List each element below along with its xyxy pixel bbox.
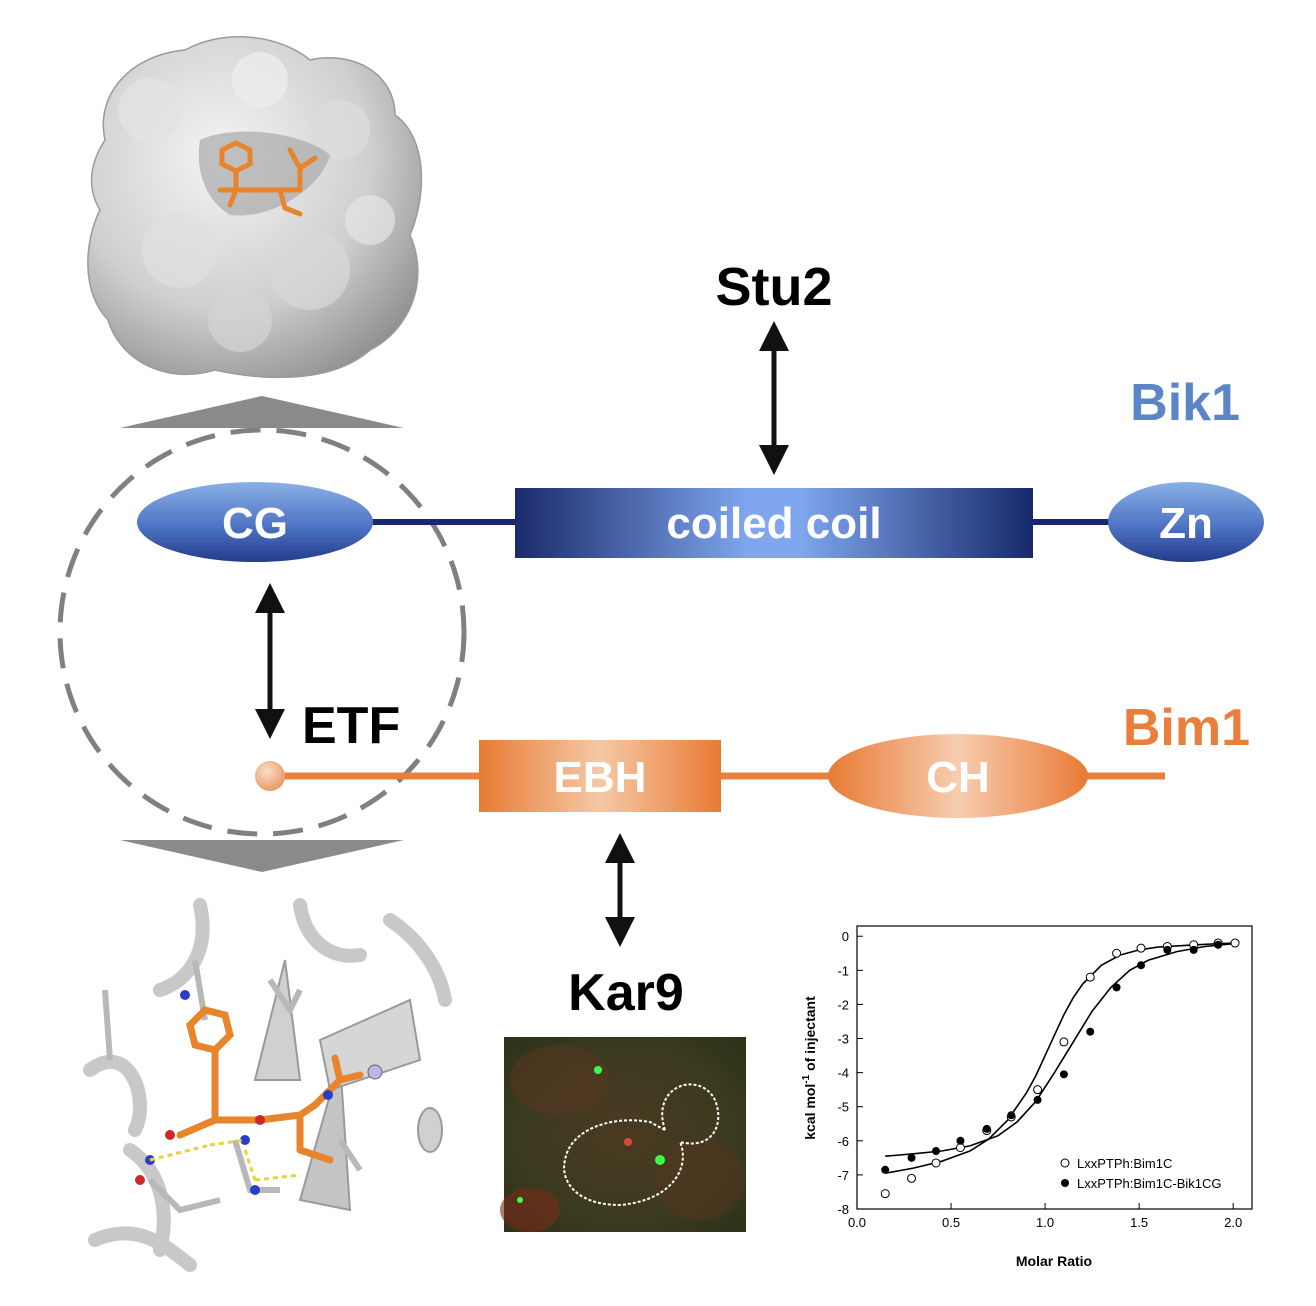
data-point-series-2 bbox=[932, 1147, 940, 1156]
data-point-series-2 bbox=[956, 1136, 965, 1145]
legend-series-1: LxxPTPh:Bim1C bbox=[1077, 1156, 1172, 1171]
y-tick-label: -4 bbox=[837, 1066, 849, 1081]
structure-cartoon-image bbox=[80, 898, 452, 1272]
stu2-label: Stu2 bbox=[715, 257, 832, 317]
etf-label: ETF bbox=[302, 697, 400, 755]
bik1-domain-diagram: CG coiled coil Zn bbox=[137, 482, 1264, 562]
data-point-series-2 bbox=[1033, 1095, 1042, 1104]
data-point-series-1 bbox=[880, 1189, 890, 1199]
ebh-label: EBH bbox=[554, 753, 647, 802]
highlight-dashed-circle bbox=[57, 427, 467, 837]
plot-legend: LxxPTPh:Bim1C LxxPTPh:Bim1C-Bik1CG bbox=[1060, 1156, 1221, 1191]
y-tick-label: -8 bbox=[837, 1202, 849, 1217]
itc-plot: 0.0 0.5 1.0 1.5 2.0 0 -1 -2 -3 -4 -5 -6 -7 -8 Molar R… bbox=[801, 925, 1253, 1269]
legend-open-circle-icon bbox=[1060, 1158, 1070, 1168]
microscopy-image bbox=[500, 1037, 746, 1232]
y-tick-label: -1 bbox=[837, 963, 849, 978]
plot-ticks: 0.0 0.5 1.0 1.5 2.0 0 -1 -2 -3 -4 -5 -6 -7 -8 bbox=[837, 929, 1242, 1230]
ebh-domain bbox=[479, 740, 721, 812]
data-point-series-1 bbox=[907, 1173, 917, 1183]
data-point-series-1 bbox=[1033, 1085, 1043, 1095]
x-tick-label: 0.0 bbox=[848, 1215, 866, 1230]
y-tick-label: -5 bbox=[837, 1100, 849, 1115]
data-point-series-2 bbox=[1214, 940, 1223, 949]
zn-label: Zn bbox=[1159, 499, 1213, 548]
data-point-series-1 bbox=[931, 1158, 941, 1168]
data-point-series-2 bbox=[1137, 961, 1146, 970]
zn-domain bbox=[1108, 482, 1264, 562]
data-point-series-2 bbox=[1163, 945, 1172, 954]
protein-surface-image bbox=[87, 36, 423, 379]
data-point-series-1 bbox=[1112, 948, 1122, 958]
y-tick-label: 0 bbox=[842, 929, 849, 944]
ch-domain bbox=[828, 734, 1088, 818]
kar9-label: Kar9 bbox=[568, 964, 684, 1022]
x-tick-label: 1.5 bbox=[1130, 1215, 1148, 1230]
data-point-series-2 bbox=[1086, 1027, 1095, 1036]
ch-label: CH bbox=[926, 753, 990, 802]
legend-filled-circle-icon bbox=[1061, 1179, 1069, 1187]
x-tick-label: 1.0 bbox=[1036, 1215, 1054, 1230]
data-point-series-2 bbox=[907, 1153, 916, 1162]
y-tick-label: -2 bbox=[837, 997, 849, 1012]
y-tick-label: -6 bbox=[837, 1134, 849, 1149]
plot-data-points bbox=[880, 938, 1240, 1199]
y-axis-label: kcal mol-1 of injectant bbox=[801, 996, 818, 1140]
data-point-series-2 bbox=[1189, 945, 1198, 954]
y-tick-label: -7 bbox=[837, 1168, 849, 1183]
bim1-label: Bim1 bbox=[1123, 699, 1250, 757]
coiled-coil-domain bbox=[515, 488, 1033, 558]
fit-curve-series-2 bbox=[885, 942, 1234, 1157]
data-point-series-2 bbox=[1007, 1111, 1016, 1120]
legend-series-2: LxxPTPh:Bim1C-Bik1CG bbox=[1077, 1176, 1221, 1191]
ligand-stick-icon bbox=[217, 140, 318, 217]
data-point-series-1 bbox=[955, 1143, 965, 1153]
zoom-up-triangle-icon bbox=[120, 396, 404, 428]
data-point-series-2 bbox=[982, 1124, 991, 1133]
x-tick-label: 0.5 bbox=[942, 1215, 960, 1230]
data-point-series-1 bbox=[1085, 972, 1095, 982]
data-point-series-2 bbox=[1112, 983, 1121, 992]
etf-motif-dot bbox=[255, 761, 285, 791]
data-point-series-1 bbox=[1136, 943, 1146, 953]
data-point-series-1 bbox=[1059, 1037, 1069, 1047]
data-point-series-2 bbox=[881, 1165, 890, 1174]
cg-domain bbox=[137, 482, 373, 562]
bim1-domain-diagram: EBH CH bbox=[255, 734, 1165, 818]
x-axis-label: Molar Ratio bbox=[1016, 1253, 1092, 1269]
plot-frame bbox=[856, 925, 1253, 1210]
zoom-down-triangle-icon bbox=[120, 840, 404, 872]
data-point-series-1 bbox=[1230, 938, 1240, 948]
cg-label: CG bbox=[222, 499, 288, 548]
y-tick-label: -3 bbox=[837, 1032, 849, 1047]
coiled-coil-label: coiled coil bbox=[666, 499, 881, 548]
x-tick-label: 2.0 bbox=[1224, 1215, 1242, 1230]
bik1-label: Bik1 bbox=[1130, 374, 1240, 432]
data-point-series-2 bbox=[1059, 1070, 1068, 1079]
